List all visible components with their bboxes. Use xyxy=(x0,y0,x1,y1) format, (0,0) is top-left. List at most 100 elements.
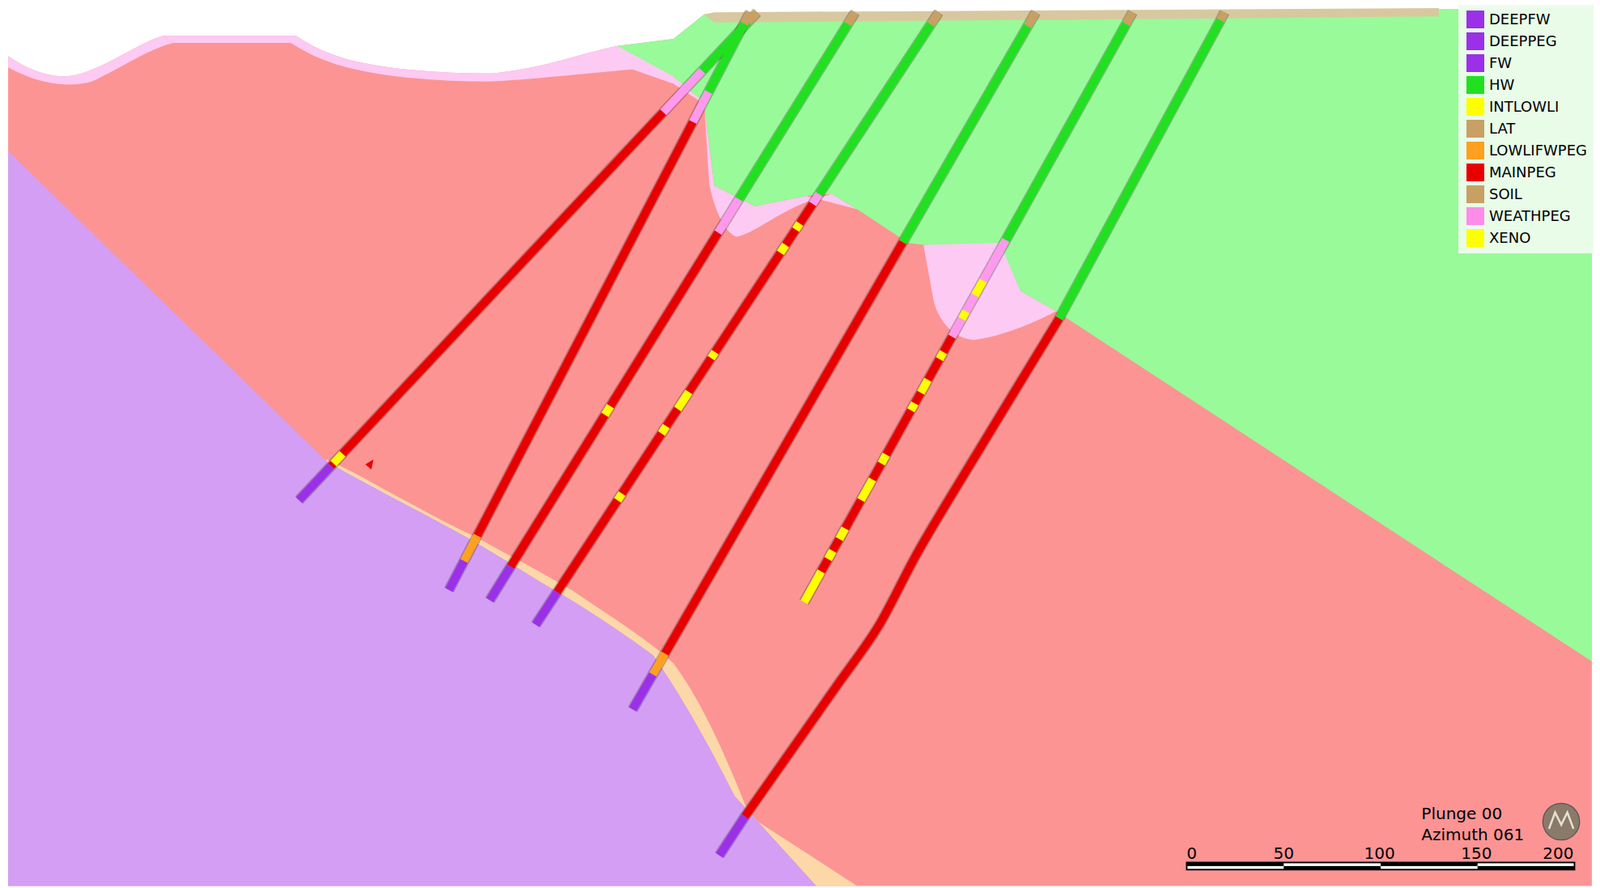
drillhole-interval xyxy=(719,816,746,856)
scale-number: 50 xyxy=(1273,843,1294,863)
legend-text: FW xyxy=(1489,54,1512,72)
scale-number: 100 xyxy=(1364,843,1396,863)
drillhole-interval xyxy=(692,92,709,123)
drillhole-interval xyxy=(844,500,861,529)
drillhole-interval xyxy=(961,311,966,319)
legend-text: SOIL xyxy=(1489,185,1523,203)
legend-text: DEEPPEG xyxy=(1489,32,1558,50)
drillhole-outline xyxy=(653,653,666,675)
drillhole-interval xyxy=(872,463,882,480)
drillhole-outline xyxy=(489,566,511,600)
drillhole-interval xyxy=(688,358,711,393)
drillhole-outline xyxy=(744,318,1059,816)
drillhole-interval xyxy=(910,403,915,411)
drillhole-interval xyxy=(819,24,931,195)
legend-text: DEEPFW xyxy=(1489,10,1551,28)
drillhole-outline xyxy=(812,194,820,204)
legend-swatch xyxy=(1466,76,1485,94)
drillhole-outline xyxy=(951,318,962,337)
drillhole-interval xyxy=(744,318,1059,816)
legend-swatch xyxy=(1466,10,1485,29)
drillhole-outline xyxy=(881,454,887,464)
drillhole-interval xyxy=(914,392,921,404)
drillhole-interval xyxy=(622,433,663,494)
drillhole-outline xyxy=(844,500,861,529)
drillhole-outline xyxy=(665,241,904,654)
drillhole-outline xyxy=(535,592,557,625)
drillhole-interval xyxy=(795,223,800,230)
drillhole-interval xyxy=(983,239,1006,281)
drillhole-outline xyxy=(943,336,953,353)
drillhole-outline xyxy=(688,358,711,393)
weathpeg-region xyxy=(8,35,174,85)
drillhole-outline xyxy=(966,295,976,312)
drillhole-outline xyxy=(804,571,822,603)
drillhole-interval xyxy=(708,23,744,92)
drillhole-interval xyxy=(839,528,845,539)
drillhole-outline xyxy=(556,500,618,592)
drillhole-outline xyxy=(298,466,332,501)
drillhole-outline xyxy=(910,403,915,411)
legend-text: LOWLIFWPEG xyxy=(1489,141,1588,159)
drillhole-interval xyxy=(535,592,557,625)
drillhole-outline xyxy=(677,391,689,409)
drillhole-outline xyxy=(1220,12,1225,21)
drillhole-outline xyxy=(795,223,800,230)
drillhole-outline xyxy=(610,232,718,406)
footwall-region xyxy=(8,151,817,887)
drillhole-outline xyxy=(902,25,1028,242)
drillhole-outline xyxy=(719,816,746,856)
drillhole-interval xyxy=(951,318,962,337)
drillhole-interval xyxy=(928,359,940,381)
drillhole-interval xyxy=(1027,12,1036,26)
legend: DEEPFWDEEPPEGFWHWINTLOWLILATLOWLIFWPEGMA… xyxy=(1458,4,1594,254)
drillhole-interval xyxy=(449,560,465,590)
compass-logo xyxy=(1542,802,1579,840)
drillhole-interval xyxy=(666,408,678,426)
drillhole-interval xyxy=(1005,24,1127,241)
drillhole-interval xyxy=(812,194,820,204)
drillhole-outline xyxy=(1027,12,1036,26)
drillhole-interval xyxy=(662,70,702,112)
drillhole-outline xyxy=(839,528,845,539)
drillhole-outline xyxy=(331,463,334,467)
legend-swatch xyxy=(1466,185,1485,204)
drillhole-outline xyxy=(661,426,667,434)
drillhole-interval xyxy=(821,559,829,572)
drillhole-interval xyxy=(804,571,822,603)
drillhole-interval xyxy=(966,295,976,312)
drillhole-interval xyxy=(665,241,904,654)
legend-text: INTLOWLI xyxy=(1489,97,1559,115)
drillhole-interval xyxy=(717,199,739,233)
drillhole-interval xyxy=(677,391,689,409)
drillhole-interval xyxy=(785,229,796,246)
drillhole-interval xyxy=(632,674,654,709)
drillhole-interval xyxy=(333,454,343,464)
drillhole-interval xyxy=(939,352,944,360)
drillhole-outline xyxy=(930,12,939,25)
drillhole-outline xyxy=(717,199,739,233)
drillhole-outline xyxy=(785,229,796,246)
drillhole-outline xyxy=(832,538,840,552)
drillhole-outline xyxy=(961,311,966,319)
drillhole-interval xyxy=(1059,20,1221,319)
drillhole-interval xyxy=(610,232,718,406)
scale-number: 0 xyxy=(1186,843,1197,863)
small-peg-lens xyxy=(364,458,374,470)
scale-number: 150 xyxy=(1460,843,1492,863)
drillhole-outline xyxy=(928,359,940,381)
drillhole-interval xyxy=(827,551,833,560)
drillhole-outline xyxy=(743,12,750,24)
drillhole-outline xyxy=(1005,24,1127,241)
legend-text: MAINPEG xyxy=(1489,163,1557,181)
drillhole-outline xyxy=(333,454,343,464)
scale-number: 200 xyxy=(1542,843,1574,863)
drillhole-outline xyxy=(861,479,873,501)
legend-text: WEATHPEG xyxy=(1489,207,1571,225)
drillhole-outline xyxy=(920,379,929,393)
drillhole-outline xyxy=(780,245,786,254)
legend-swatch xyxy=(1466,141,1485,160)
drillhole-interval xyxy=(881,454,887,464)
legend-entry: HW xyxy=(1466,73,1588,96)
drillhole-outline xyxy=(914,392,921,404)
